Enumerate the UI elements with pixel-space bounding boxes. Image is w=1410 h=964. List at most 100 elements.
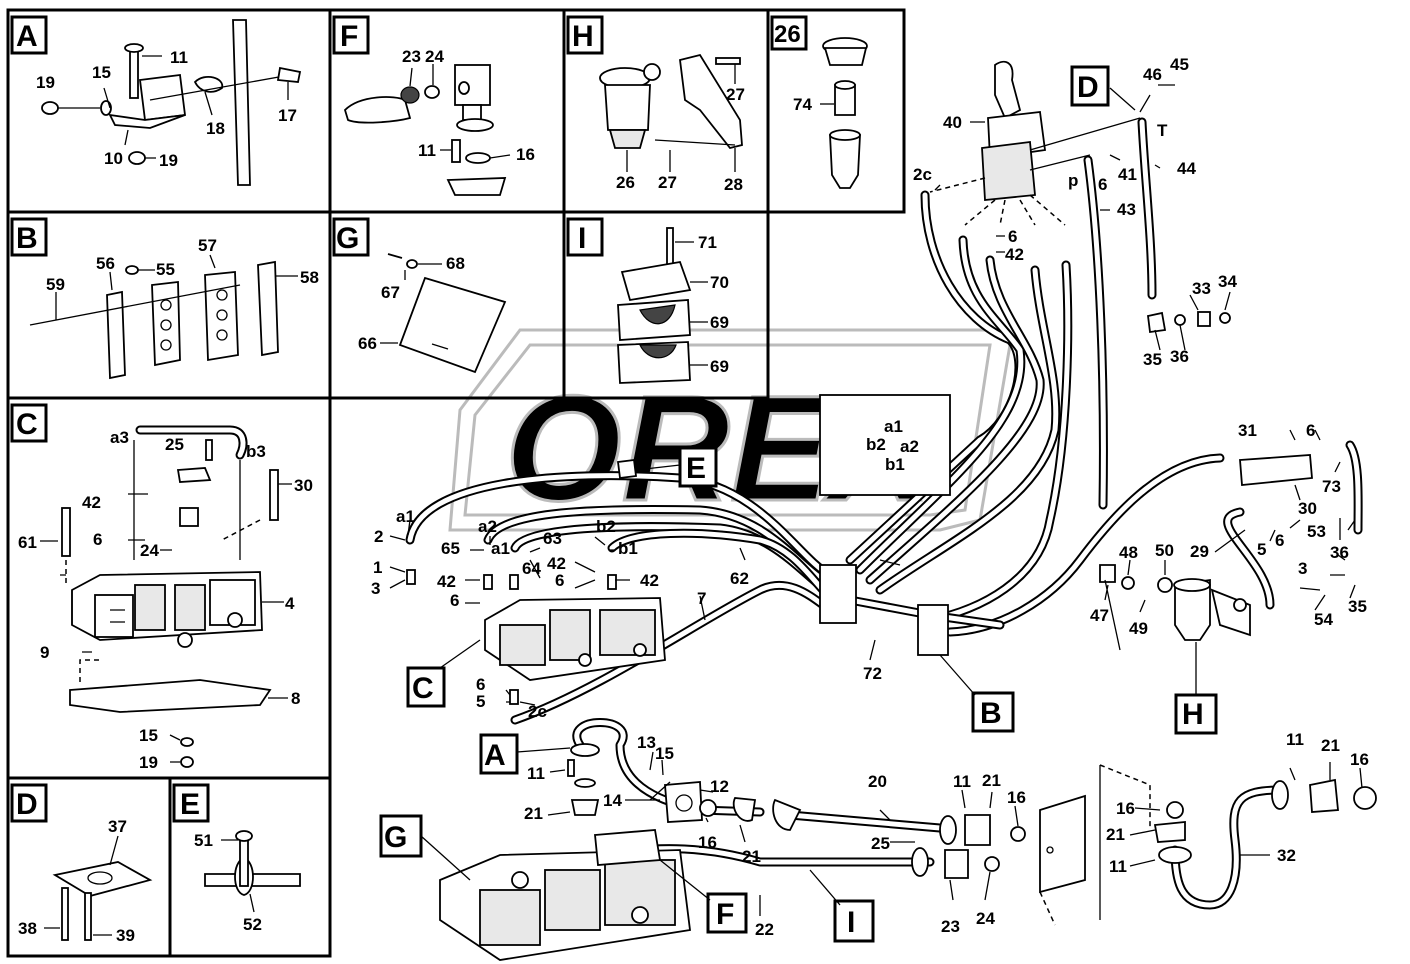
label-h-27b: 27 (658, 173, 677, 192)
label-ll-11: 11 (527, 764, 545, 783)
label-c-19: 19 (139, 753, 158, 772)
label-lr-21b: 21 (1321, 736, 1340, 755)
label-a-19b: 19 (159, 151, 178, 170)
label-v-64: 64 (522, 559, 541, 578)
label-lr-16: 16 (1007, 788, 1026, 807)
label-d-37: 37 (108, 817, 127, 836)
label-2c: 2c (913, 165, 932, 184)
label-34: 34 (1218, 272, 1237, 291)
label-6b: 6 (1008, 227, 1017, 246)
panel-e-drawing (204, 830, 301, 913)
label-g-68: 68 (446, 254, 465, 273)
label-v-b1: b1 (618, 539, 638, 558)
panel-i-frame (562, 210, 770, 400)
label-c-61: 61 (18, 533, 37, 552)
callout-g: G (384, 821, 407, 854)
panel-f-drawing (343, 64, 511, 196)
label-a-19: 19 (36, 73, 55, 92)
label-44: 44 (1177, 159, 1196, 178)
label-c-9: 9 (40, 643, 49, 662)
label-30: 30 (1298, 499, 1317, 518)
label-b-58: 58 (300, 268, 319, 287)
label-36: 36 (1170, 347, 1189, 366)
panel-26-frame (766, 8, 906, 214)
label-24: 24 (976, 909, 995, 928)
label-g-66: 66 (358, 334, 377, 353)
label-ll-2c: 2c (528, 702, 547, 721)
label-lr-11b: 11 (1286, 730, 1304, 749)
label-e-51: 51 (194, 831, 213, 850)
label-v-6b: 6 (555, 571, 564, 590)
label-a-18: 18 (206, 119, 225, 138)
label-a-17: 17 (278, 106, 297, 125)
label-45: 45 (1170, 55, 1189, 74)
label-port-b2: b2 (866, 435, 886, 454)
label-d-39: 39 (116, 926, 135, 945)
label-f-23: 23 (402, 47, 421, 66)
label-v-42a: 42 (547, 554, 566, 573)
label-f-11: 11 (418, 141, 436, 160)
label-lr-16c: 16 (1116, 799, 1135, 818)
label-ll-21: 21 (524, 804, 543, 823)
label-d-38: 38 (18, 919, 37, 938)
label-i-70: 70 (710, 273, 729, 292)
label-h-27: 27 (726, 85, 745, 104)
panel-d-drawing (44, 835, 153, 941)
label-v-7: 7 (697, 589, 706, 608)
panel-26-letter: 26 (774, 21, 801, 48)
label-port-a2: a2 (900, 437, 919, 456)
label-33: 33 (1192, 279, 1211, 298)
panel-26-drawing (820, 37, 868, 189)
callout-b-box: B (939, 654, 1015, 733)
label-46: 46 (1143, 65, 1162, 84)
panel-e-frame (168, 776, 332, 958)
label-c-b3: b3 (246, 442, 266, 461)
label-c-24: 24 (140, 541, 159, 560)
callout-e: E (686, 452, 706, 485)
label-ll-6: 6 (476, 675, 485, 694)
callout-h-box: H (1174, 642, 1218, 735)
label-c-8: 8 (291, 689, 300, 708)
callout-f: F (716, 898, 734, 931)
label-b-57: 57 (198, 236, 217, 255)
panel-a-drawing (41, 19, 302, 186)
panel-d-letter: D (16, 788, 38, 821)
label-port-a1: a1 (884, 417, 903, 436)
panel-e-letter-box: E (172, 783, 210, 823)
label-26-74: 74 (793, 95, 812, 114)
panel-c-drawing (40, 425, 292, 768)
label-c-4: 4 (285, 594, 295, 613)
label-h-26: 26 (616, 173, 635, 192)
panel-f-letter: F (340, 20, 358, 53)
label-v-6: 6 (450, 591, 459, 610)
label-35: 35 (1143, 350, 1162, 369)
label-p: p (1068, 171, 1078, 190)
label-v-a1: a1 (396, 507, 415, 526)
label-v-3: 3 (371, 579, 380, 598)
label-54: 54 (1314, 610, 1333, 629)
label-ll-16: 16 (698, 833, 717, 852)
label-i-69: 69 (710, 313, 729, 332)
label-i-69b: 69 (710, 357, 729, 376)
panel-h-letter-box: H (566, 15, 604, 55)
panel-d-letter-box: D (10, 783, 48, 823)
panel-g-drawing (380, 253, 507, 374)
panel-e-letter: E (180, 788, 200, 821)
label-v-a2: a2 (478, 517, 497, 536)
callout-e-box: E (635, 446, 718, 488)
callout-i-box: I (809, 869, 875, 943)
panel-a-letter-box: A (10, 15, 48, 55)
label-a-10: 10 (104, 149, 123, 168)
panel-b-drawing (29, 254, 298, 380)
label-v-a1b: a1 (491, 539, 510, 558)
label-v-65: 65 (441, 539, 460, 558)
callout-h: H (1182, 698, 1204, 731)
panel-g-letter: G (336, 222, 359, 255)
label-r-3: 3 (1298, 559, 1307, 578)
label-v-42b: 42 (437, 572, 456, 591)
label-b-55: 55 (156, 260, 175, 279)
label-g-67: 67 (381, 283, 400, 302)
label-53: 53 (1307, 522, 1326, 541)
callout-i: I (847, 906, 855, 939)
label-20: 20 (868, 772, 887, 791)
